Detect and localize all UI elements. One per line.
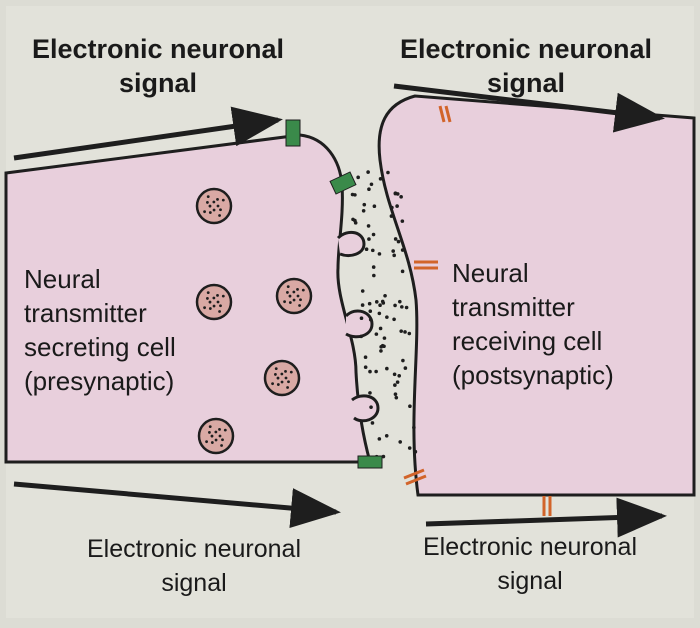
vesicle-icon: [195, 187, 233, 225]
ion-channel-icon: [403, 105, 552, 516]
neurotransmitter-dots: [350, 170, 418, 459]
vesicle-icon: [197, 417, 235, 455]
vesicle-icon: [263, 359, 301, 397]
label-postsynaptic: Neural transmitter receiving cell (posts…: [452, 258, 614, 390]
arrow-top-left: [13, 106, 283, 161]
vesicle-group: [195, 187, 313, 455]
label-bottom-right: Electronic neuronal signal: [422, 533, 637, 595]
exocytosis-bulges: [336, 230, 380, 423]
label-presynaptic: Neural transmitter secreting cell (presy…: [24, 264, 176, 396]
arrow-top-right: [393, 83, 665, 133]
vesicle-icon: [195, 283, 233, 321]
vesicle-icon: [275, 277, 313, 315]
arrow-bottom-left: [13, 481, 341, 529]
label-top-left: Electronic neuronal signal: [31, 34, 285, 98]
label-top-right: Electronic neuronal signal: [399, 34, 653, 98]
arrow-bottom-right: [425, 497, 667, 538]
label-bottom-left: Electronic neuronal signal: [86, 535, 301, 597]
postsynaptic-cell: [377, 94, 696, 497]
receptor-icon: [285, 119, 383, 469]
